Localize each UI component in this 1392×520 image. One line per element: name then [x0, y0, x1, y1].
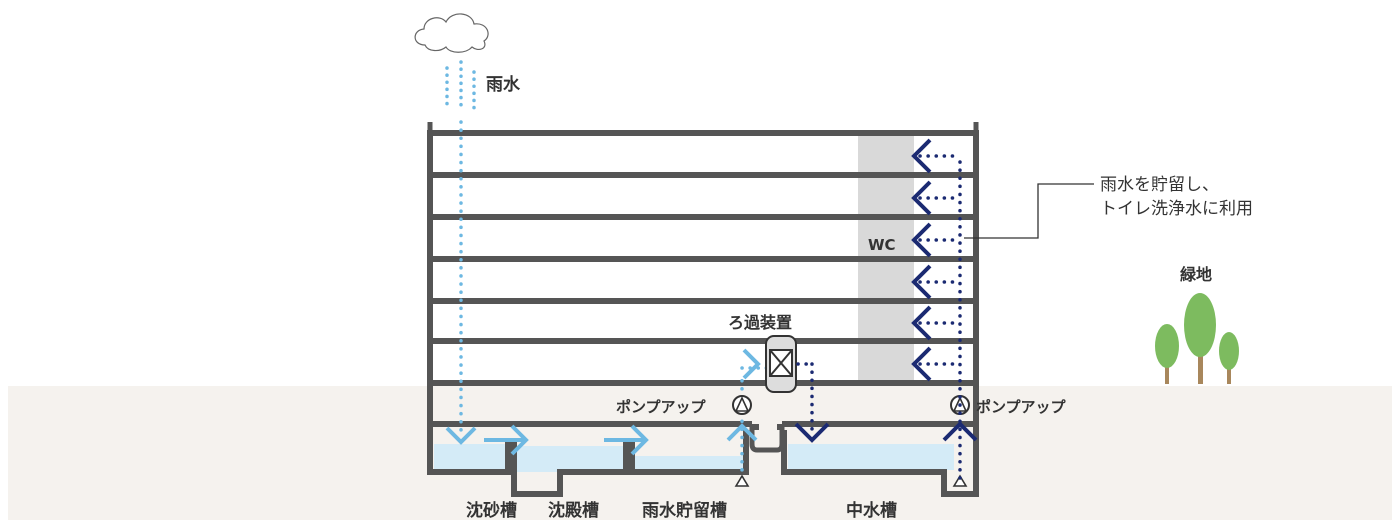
filter-device-icon: [765, 335, 797, 393]
rain-drops: [445, 60, 476, 112]
tree-icon: [1184, 293, 1216, 384]
gray-tank-inlet-arrow: [794, 422, 830, 443]
rain-inlet-arrow: [445, 426, 477, 445]
pump-right-label: ポンプアップ: [976, 398, 1067, 416]
wc-label: WC: [868, 236, 896, 254]
building-structure: [427, 122, 979, 427]
pump-icon: [732, 395, 752, 415]
tank-sand-label: 沈砂槽: [466, 500, 517, 520]
cloud-icon: [414, 13, 489, 53]
toilet-supply-arrows: [911, 138, 962, 382]
pump-left-label: ポンプアップ: [616, 398, 707, 416]
tank-gray-label: 中水槽: [846, 500, 897, 520]
flow-arrows: [484, 424, 649, 456]
tank-settle-label: 沈殿槽: [548, 500, 599, 520]
tree-icon: [1155, 324, 1179, 384]
tank-water: [434, 444, 954, 472]
rain-label: 雨水: [486, 74, 521, 95]
filter-outflow: [796, 362, 814, 432]
rain-pump-up-arrow: [726, 423, 758, 442]
filter-label: ろ過装置: [728, 313, 792, 332]
tank-rain-label: 雨水貯留槽: [642, 500, 727, 520]
callout-line1: 雨水を貯留し、: [1100, 175, 1219, 195]
filter-in-arrow: [742, 348, 761, 380]
callout-line2: トイレ洗浄水に利用: [1100, 199, 1253, 219]
tank-walls: [427, 424, 979, 497]
ground: [8, 386, 1392, 520]
gray-pump-up-arrow: [942, 421, 978, 442]
callout-leader: [964, 183, 1094, 239]
intake-icon: [734, 474, 968, 487]
green-label: 緑地: [1180, 265, 1212, 284]
tree-icon: [1219, 332, 1239, 384]
